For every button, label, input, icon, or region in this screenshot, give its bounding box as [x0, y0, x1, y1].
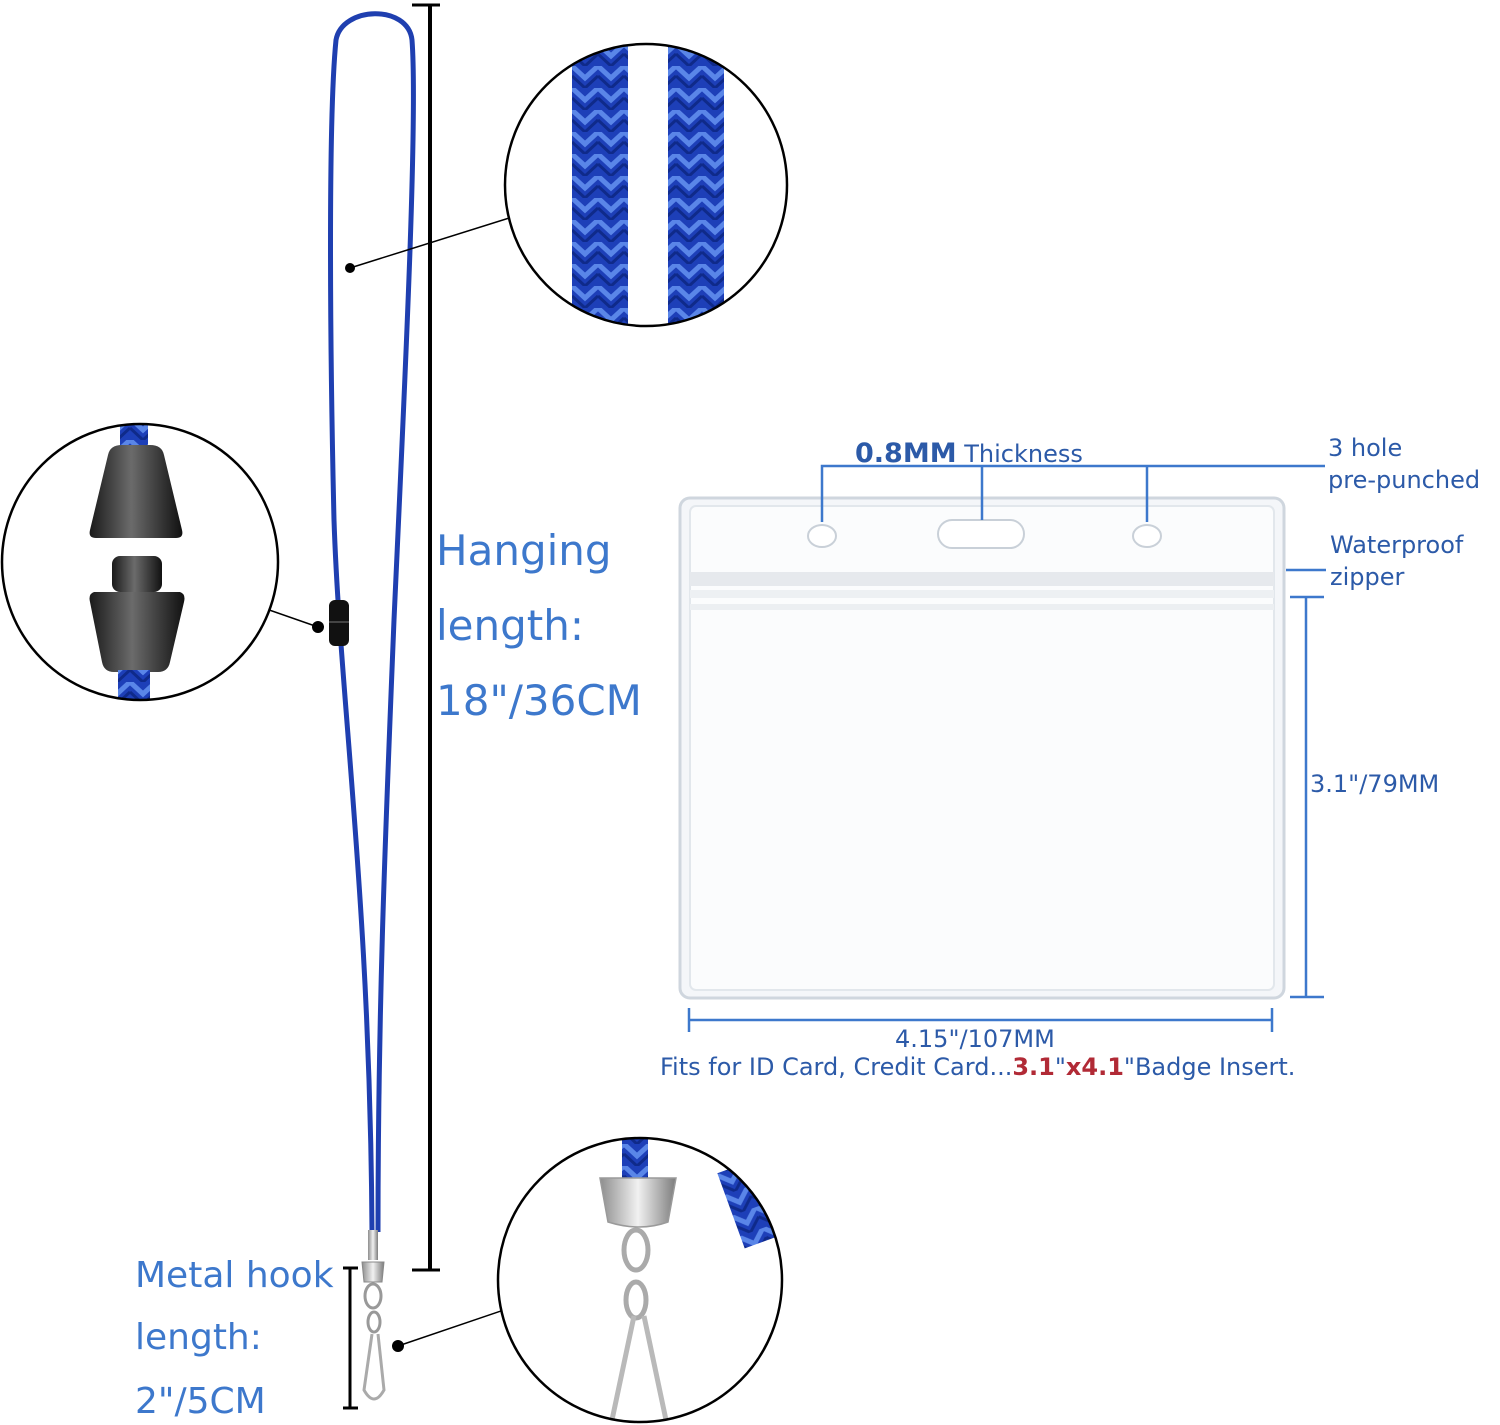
- metal-hook-value: 2"/5CM: [135, 1381, 266, 1422]
- holes-label-1: 3 hole: [1328, 434, 1403, 462]
- holder-dimension-lines: [687, 464, 1326, 1032]
- hanging-length-label-1: Hanging: [436, 526, 612, 575]
- zipper-label-1: Waterproof: [1330, 531, 1464, 559]
- metal-hook-label-2: length:: [135, 1317, 262, 1358]
- clasp-closeup: [0, 422, 280, 702]
- height-label: 3.1"/79MM: [1310, 770, 1440, 798]
- hanging-length-label-2: length:: [436, 601, 585, 650]
- fits-x: x: [1065, 1053, 1082, 1081]
- width-label: 4.15"/107MM: [895, 1025, 1055, 1053]
- holes-label-2: pre-punched: [1328, 466, 1481, 494]
- fits-quote-b: ": [1123, 1053, 1135, 1081]
- breakaway-clasp: [329, 600, 349, 646]
- lanyard-hook: [361, 1230, 386, 1401]
- badge-holder: [678, 496, 1286, 1000]
- hook-length-dimension: [343, 1266, 358, 1410]
- hanging-length-dimension: [412, 3, 440, 1272]
- braid-closeup: [503, 42, 789, 328]
- fits-size-a: 3.1: [1012, 1053, 1055, 1081]
- zipper-label-2: zipper: [1330, 563, 1405, 591]
- lanyard-cord: [328, 11, 416, 1233]
- hook-closeup: [496, 1136, 784, 1424]
- metal-hook-label-1: Metal hook: [135, 1255, 334, 1296]
- fits-prefix: Fits for ID Card, Credit Card...: [660, 1053, 1013, 1081]
- fits-quote-a: ": [1054, 1053, 1066, 1081]
- thickness-value: 0.8MM: [855, 438, 957, 469]
- thickness-word: Thickness: [964, 440, 1083, 468]
- hanging-length-value: 18"/36CM: [436, 676, 642, 725]
- fits-suffix: Badge Insert.: [1134, 1053, 1296, 1081]
- fits-size-b: 4.1: [1081, 1053, 1124, 1081]
- thickness-label: 0.8MM Thickness: [855, 440, 1083, 467]
- fits-caption: Fits for ID Card, Credit Card...3.1"x4.1…: [660, 1055, 1295, 1079]
